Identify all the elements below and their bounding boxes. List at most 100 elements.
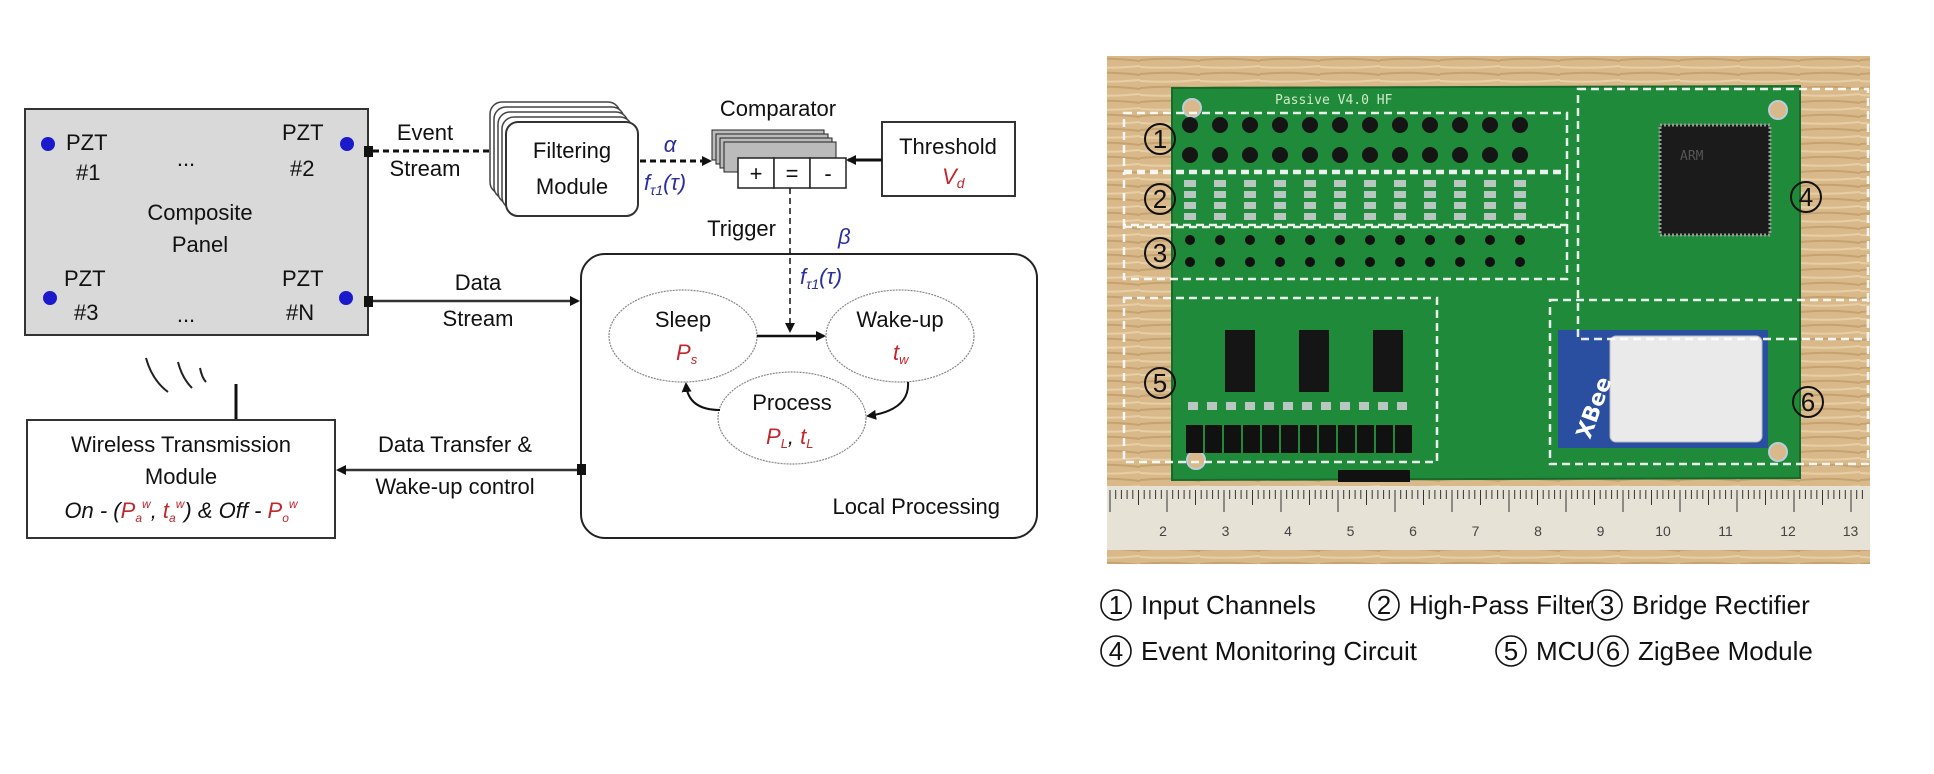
filter-component	[1244, 191, 1256, 198]
pzt-n-name: PZT	[282, 266, 324, 291]
beta-symbol: β	[837, 224, 851, 249]
filter-component	[1244, 202, 1256, 209]
ruler-label: 4	[1284, 523, 1292, 539]
beta-function: fτ1(τ)	[800, 264, 842, 292]
pzt-3-dot	[43, 291, 57, 305]
caption-number-circle	[1495, 635, 1527, 667]
wireless-transmission-module: Wireless Transmission Module On - (Paw, …	[26, 357, 336, 539]
wireless-line1: Wireless Transmission	[71, 432, 291, 457]
filter-component	[1274, 213, 1286, 220]
filter-component	[1394, 180, 1406, 187]
process-params: PL, tL	[766, 424, 814, 451]
filter-component	[1334, 191, 1346, 198]
mcu-chip-brand: ARM	[1680, 149, 1704, 164]
caption-number-circle	[1591, 589, 1623, 621]
filter-component	[1484, 213, 1496, 220]
filter-component	[1214, 202, 1226, 209]
input-connector	[1272, 147, 1288, 163]
filter-component	[1484, 191, 1496, 198]
caption-label: High-Pass Filter	[1409, 590, 1594, 620]
event-stream-line1: Event	[397, 120, 453, 145]
caption-number-circle	[1100, 589, 1132, 621]
input-connector	[1182, 117, 1198, 133]
filter-component	[1484, 180, 1496, 187]
caption-label: Input Channels	[1141, 590, 1316, 620]
input-connector	[1212, 117, 1228, 133]
filter-component	[1424, 202, 1436, 209]
smd-component	[1224, 425, 1241, 453]
event-stream-line2: Stream	[390, 156, 461, 181]
data-stream-line2: Stream	[443, 306, 514, 331]
filter-component	[1454, 213, 1466, 220]
comparator-minus: -	[824, 161, 831, 186]
filter-component	[1184, 202, 1196, 209]
rectifier-diode	[1395, 257, 1405, 267]
rectifier-diode	[1425, 235, 1435, 245]
caption-label: MCU	[1536, 636, 1595, 666]
smd-component	[1338, 425, 1355, 453]
filter-component	[1484, 202, 1496, 209]
caption-label: Event Monitoring Circuit	[1141, 636, 1418, 666]
smd-component	[1205, 425, 1222, 453]
caption-number: 5	[1504, 636, 1518, 666]
filter-component	[1514, 202, 1526, 209]
rectifier-diode	[1485, 235, 1495, 245]
wireless-line2: Module	[145, 464, 217, 489]
ruler-label: 7	[1472, 523, 1480, 539]
pzt-1-id: #1	[76, 160, 100, 185]
rectifier-diode	[1215, 235, 1225, 245]
pin-header	[1338, 470, 1410, 482]
rectifier-diode	[1185, 257, 1195, 267]
rectifier-diode	[1335, 235, 1345, 245]
filter-component	[1454, 180, 1466, 187]
filter-component	[1274, 202, 1286, 209]
caption-number-circle	[1597, 635, 1629, 667]
process-to-sleep-arrow	[681, 382, 721, 411]
rectifier-diode	[1425, 257, 1435, 267]
ruler-label: 11	[1718, 523, 1733, 539]
caption-number-circle	[1100, 635, 1132, 667]
filter-component	[1334, 213, 1346, 220]
region-marker-1: 1	[1153, 124, 1167, 154]
filter-component	[1394, 191, 1406, 198]
ruler-label: 10	[1655, 523, 1671, 539]
input-connector	[1452, 147, 1468, 163]
rectifier-diode	[1395, 235, 1405, 245]
smd-component	[1186, 425, 1203, 453]
input-connector	[1422, 117, 1438, 133]
filter-component	[1334, 180, 1346, 187]
ic-chip	[1225, 330, 1255, 392]
filter-component	[1394, 202, 1406, 209]
filter-component	[1304, 202, 1316, 209]
pzt-n-dot	[339, 291, 353, 305]
region-marker-circle	[1144, 367, 1176, 399]
input-connector	[1302, 117, 1318, 133]
data-transfer-line1: Data Transfer &	[378, 432, 532, 457]
filtering-line1: Filtering	[533, 138, 611, 163]
input-connector	[1332, 117, 1348, 133]
state-process: Process PL, tL	[717, 371, 867, 465]
region-marker-6: 6	[1801, 387, 1815, 417]
rectifier-diode	[1515, 235, 1525, 245]
filter-component	[1214, 180, 1226, 187]
smd-component	[1376, 425, 1393, 453]
alpha-symbol: α	[664, 132, 678, 157]
rectifier-diode	[1275, 257, 1285, 267]
region-marker-2: 2	[1153, 184, 1167, 214]
filter-component	[1274, 180, 1286, 187]
data-transfer-line2: Wake-up control	[375, 474, 534, 499]
input-connector	[1362, 147, 1378, 163]
filter-component	[1424, 180, 1436, 187]
input-connector	[1302, 147, 1318, 163]
wakeup-to-process-arrow	[866, 381, 910, 420]
input-connector	[1392, 117, 1408, 133]
region-marker-circle	[1790, 181, 1822, 213]
ruler	[1107, 486, 1870, 550]
smd-component	[1395, 425, 1412, 453]
